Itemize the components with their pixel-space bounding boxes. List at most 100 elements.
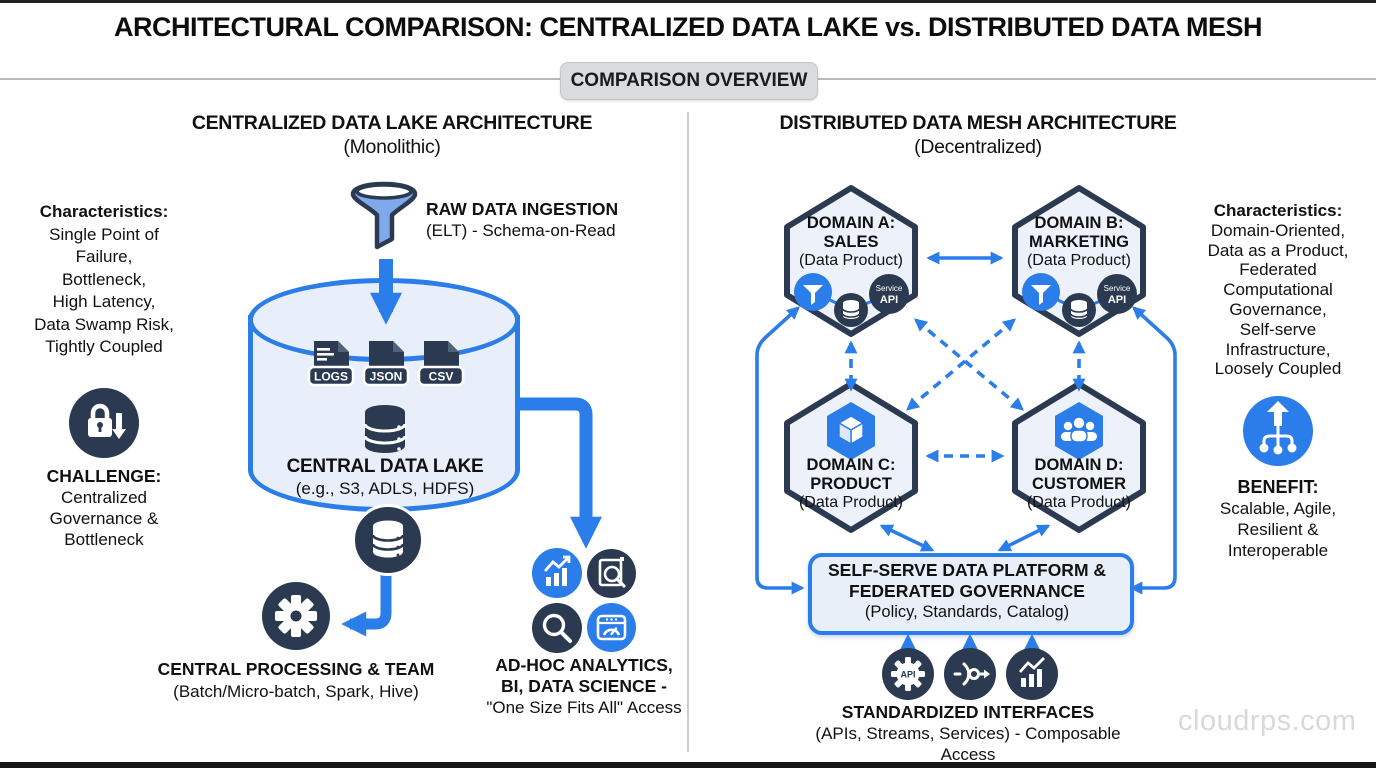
watermark: cloudrps.com: [1178, 705, 1357, 737]
right-subheading: (Decentralized): [914, 136, 1042, 158]
lake-title: CENTRAL DATA LAKE: [286, 456, 484, 477]
domain-title: DOMAIN A:: [806, 214, 896, 232]
file-logs-icon: LOGS: [307, 341, 355, 387]
svg-text:API: API: [1108, 294, 1126, 306]
right-characteristic-line: Data as a Product,: [1207, 240, 1349, 260]
left-characteristic-line: Data Swamp Risk,: [34, 314, 174, 334]
svg-text:CSV: CSV: [429, 370, 454, 384]
right-characteristic-line: Infrastructure,: [1225, 339, 1331, 359]
funnel-icon: [803, 285, 823, 305]
processing-subtitle: (Batch/Micro-batch, Spark, Hive): [173, 681, 419, 701]
domain-name: SALES: [823, 233, 879, 251]
domain-subtitle: (Data Product): [1026, 494, 1132, 511]
domain-name: PRODUCT: [810, 475, 892, 493]
right-characteristic-line: Governance,: [1229, 299, 1327, 319]
analytics-line1: AD-HOC ANALYTICS,: [495, 655, 673, 675]
page-title: ARCHITECTURAL COMPARISON: CENTRALIZED DA…: [114, 12, 1262, 42]
domain-subtitle: (Data Product): [798, 252, 904, 269]
service-api-label: Service: [1104, 284, 1131, 293]
domain-title: DOMAIN D:: [1034, 456, 1124, 474]
cube-icon: [827, 402, 875, 460]
platform-line3: (Policy, Standards, Catalog): [864, 603, 1070, 621]
vertical-divider: [687, 112, 689, 752]
right-heading: DISTRIBUTED DATA MESH ARCHITECTURE: [779, 112, 1177, 134]
lake-label-block: CENTRAL DATA LAKE (e.g., S3, ADLS, HDFS): [265, 455, 505, 499]
domain-icon-cluster: Service API: [794, 273, 909, 327]
database-icon: [842, 300, 860, 319]
svg-text:LOGS: LOGS: [314, 370, 348, 384]
left-subheading: (Monolithic): [343, 136, 441, 158]
benefit-line: Interoperable: [1227, 541, 1329, 560]
lake-subtitle: (e.g., S3, ADLS, HDFS): [295, 479, 475, 498]
gear-icon: [262, 582, 330, 650]
platform-box: [808, 553, 1134, 635]
domain-subtitle: (Data Product): [1026, 252, 1132, 269]
people-icon: [1055, 402, 1103, 460]
file-icons-row: LOGS JSON CSV: [306, 338, 466, 396]
service-api-label: Service: [876, 284, 903, 293]
top-border-bar: [0, 0, 1376, 3]
ingestion-block: RAW DATA INGESTION (ELT) - Schema-on-Rea…: [426, 198, 666, 241]
file-json-icon: JSON: [362, 341, 410, 387]
analytics-line3: "One Size Fits All" Access: [486, 698, 682, 717]
domain-icon-cluster: Service API: [1022, 273, 1137, 327]
domain-a-hexagon: DOMAIN A: SALES (Data Product) Service A…: [781, 184, 921, 338]
right-characteristics-label: Characteristics:: [1213, 201, 1343, 220]
domain-title: DOMAIN B:: [1034, 214, 1124, 232]
challenge-line: Centralized: [61, 488, 147, 507]
platform-line1: SELF-SERVE DATA PLATFORM &: [827, 560, 1107, 580]
lake-to-analytics-arrow: [518, 397, 602, 549]
interfaces-block: STANDARDIZED INTERFACES (APIs, Streams, …: [788, 702, 1148, 765]
left-characteristic-line: Single Point of: [49, 224, 159, 244]
dashboard-icon: [587, 603, 636, 652]
right-characteristic-line: Computational: [1223, 280, 1333, 300]
benefit-line: Resilient &: [1237, 520, 1319, 539]
analytics-block: AD-HOC ANALYTICS, BI, DATA SCIENCE - "On…: [462, 655, 706, 718]
left-characteristic-line: Failure,: [75, 247, 133, 266]
domain-subtitle: (Data Product): [798, 494, 904, 511]
platform-label-block: SELF-SERVE DATA PLATFORM & FEDERATED GOV…: [808, 560, 1126, 622]
arrow-a-d: [914, 318, 1024, 411]
analytics-line2: BI, DATA SCIENCE -: [501, 676, 667, 696]
domain-c-hexagon: DOMAIN C: PRODUCT (Data Product): [781, 380, 921, 534]
right-characteristic-line: Loosely Coupled: [1214, 359, 1342, 379]
domain-b-hexagon: DOMAIN B: MARKETING (Data Product) Servi…: [1009, 184, 1149, 338]
right-characteristic-line: Federated: [1239, 260, 1317, 280]
platform-line2: FEDERATED GOVERNANCE: [849, 581, 1085, 601]
funnel-icon: [1031, 285, 1051, 305]
domain-title: DOMAIN C:: [806, 456, 896, 474]
database-icon: [1070, 300, 1088, 319]
funnel-icon: [344, 179, 424, 259]
processing-block: CENTRAL PROCESSING & TEAM (Batch/Micro-b…: [151, 659, 441, 702]
left-characteristics-label: Characteristics:: [39, 202, 169, 221]
challenge-line: Governance &: [49, 509, 159, 528]
challenge-line: Bottleneck: [64, 530, 144, 549]
ingestion-subtitle: (ELT) - Schema-on-Read: [426, 221, 616, 240]
right-characteristic-line: Domain-Oriented,: [1210, 220, 1346, 240]
interfaces-title: STANDARDIZED INTERFACES: [841, 702, 1095, 722]
interfaces-subtitle: (APIs, Streams, Services) - Composable A…: [815, 724, 1121, 764]
benefit-block: BENEFIT: Scalable, Agile, Resilient & In…: [1198, 476, 1358, 561]
left-characteristic-line: Bottleneck,: [61, 269, 147, 289]
stream-icon: [944, 648, 996, 700]
challenge-label: CHALLENGE:: [46, 466, 162, 486]
right-characteristics: Characteristics: Domain-Oriented, Data a…: [1194, 201, 1362, 379]
svg-text:JSON: JSON: [370, 370, 403, 384]
left-characteristics: Characteristics: Single Point of Failure…: [18, 201, 190, 359]
trend-chart-icon: [1006, 648, 1058, 700]
domain-d-hexagon: DOMAIN D: CUSTOMER (Data Product): [1009, 380, 1149, 534]
database-icon: [362, 403, 408, 455]
api-gear-icon: API: [882, 648, 934, 700]
magnifier-icon: [532, 603, 582, 653]
left-characteristic-line: High Latency,: [52, 292, 156, 311]
doc-search-icon: [587, 549, 636, 598]
file-csv-icon: CSV: [417, 341, 465, 387]
bottom-border-bar: [0, 762, 1376, 768]
right-characteristic-line: Self-serve: [1239, 319, 1317, 339]
database-circle-icon: [352, 504, 424, 576]
bar-chart-icon: [532, 548, 582, 598]
domain-name: MARKETING: [1029, 233, 1129, 251]
scale-up-icon: [1243, 396, 1313, 466]
benefit-label: BENEFIT:: [1237, 477, 1319, 497]
